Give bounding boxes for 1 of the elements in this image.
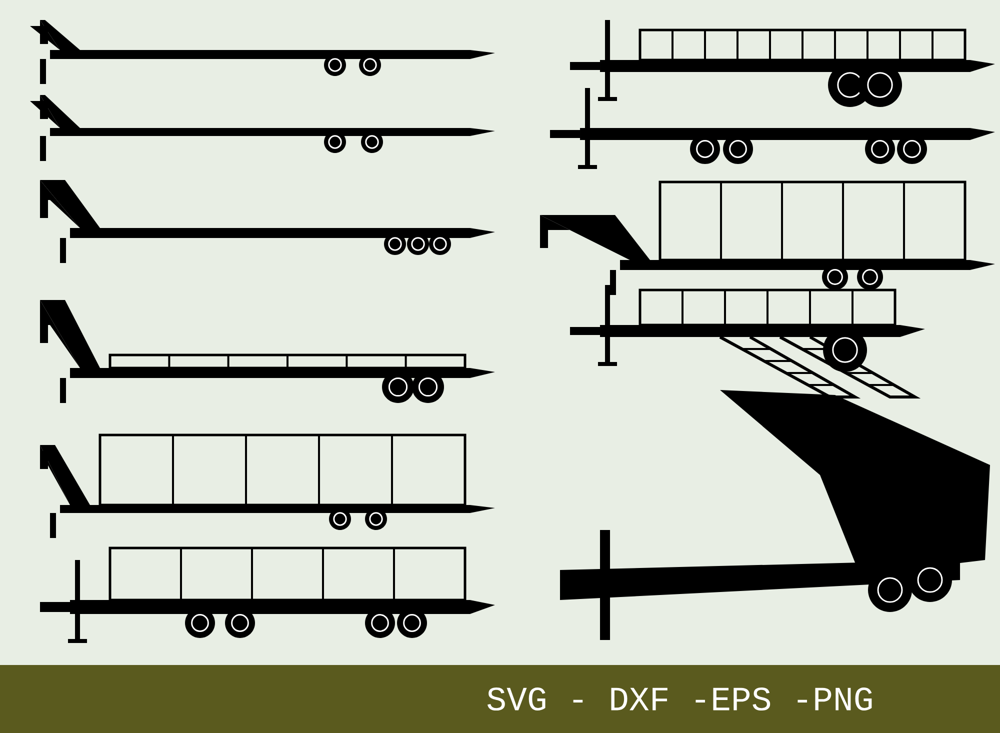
format-list: SVG - DXF -EPS -PNG bbox=[488, 687, 872, 711]
